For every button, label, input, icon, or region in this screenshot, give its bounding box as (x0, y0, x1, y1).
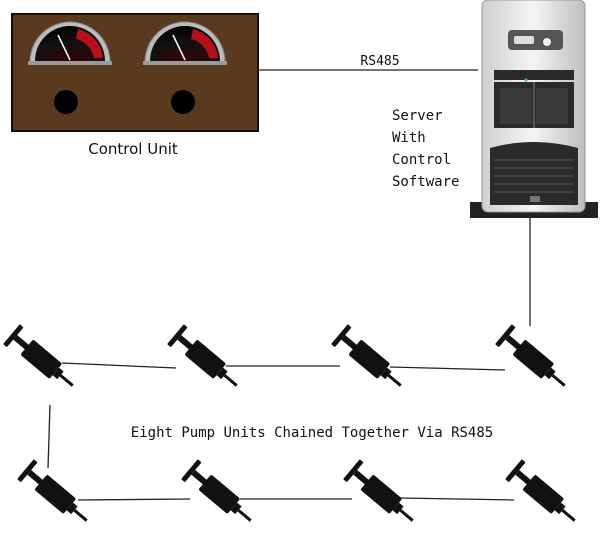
gauge-left (28, 21, 112, 65)
server-caption-line-3: Control (392, 152, 451, 168)
server-caption-line-1: Server (392, 108, 443, 124)
pump-chain-caption: Eight Pump Units Chained Together Via RS… (131, 425, 493, 441)
knob-right (171, 90, 195, 114)
pump-unit-2 (167, 324, 246, 396)
server-caption-line-2: With (392, 130, 426, 146)
pump-chain (47, 362, 515, 501)
pump-unit-7 (343, 459, 422, 531)
control-unit: Control Unit (11, 13, 259, 158)
pump-unit-3 (331, 324, 410, 396)
server-caption: Server With Control Software (392, 108, 459, 190)
control-unit-label: Control Unit (88, 140, 178, 158)
pump-unit-5 (17, 459, 96, 531)
pump-unit-4 (495, 324, 574, 396)
knob-left (54, 90, 78, 114)
power-button-icon (543, 38, 551, 46)
pump-unit-6 (181, 459, 260, 531)
rs485-link: RS485 (258, 54, 478, 71)
gauge-right (143, 21, 227, 65)
server-tower (470, 0, 598, 218)
pump-unit-1 (3, 324, 82, 396)
rs485-label: RS485 (360, 54, 399, 69)
pump-unit-8 (505, 459, 584, 531)
server-caption-line-4: Software (392, 174, 459, 190)
